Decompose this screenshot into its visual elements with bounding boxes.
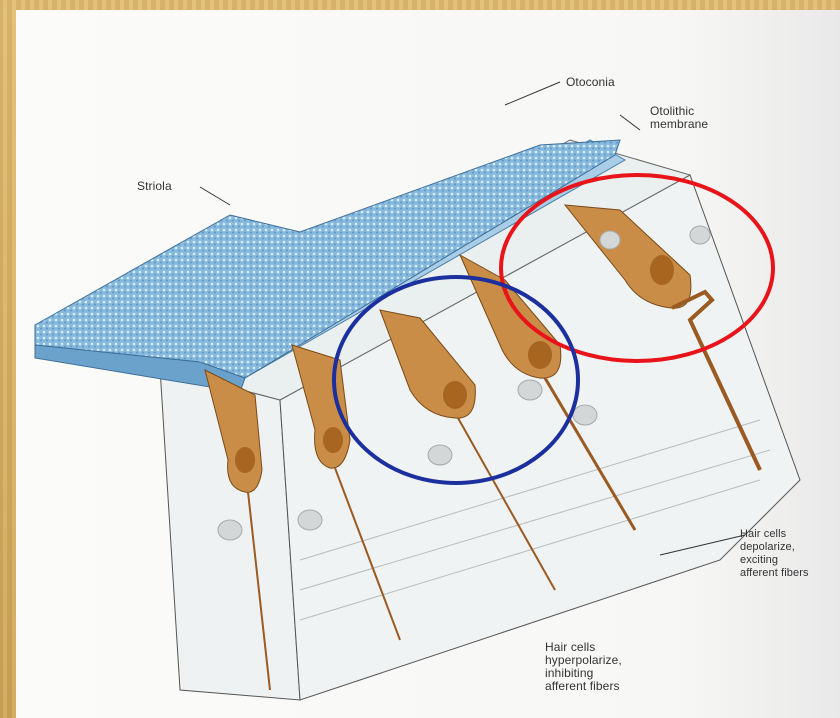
label-otoconia: Otoconia [566, 76, 615, 89]
label-striola: Striola [137, 180, 172, 193]
label-depolarize: Hair cells depolarize, exciting afferent… [740, 528, 809, 580]
label-hyperpolarize: Hair cells hyperpolarize, inhibiting aff… [545, 641, 622, 693]
label-otolithic-membrane: Otolithic membrane [650, 105, 708, 131]
